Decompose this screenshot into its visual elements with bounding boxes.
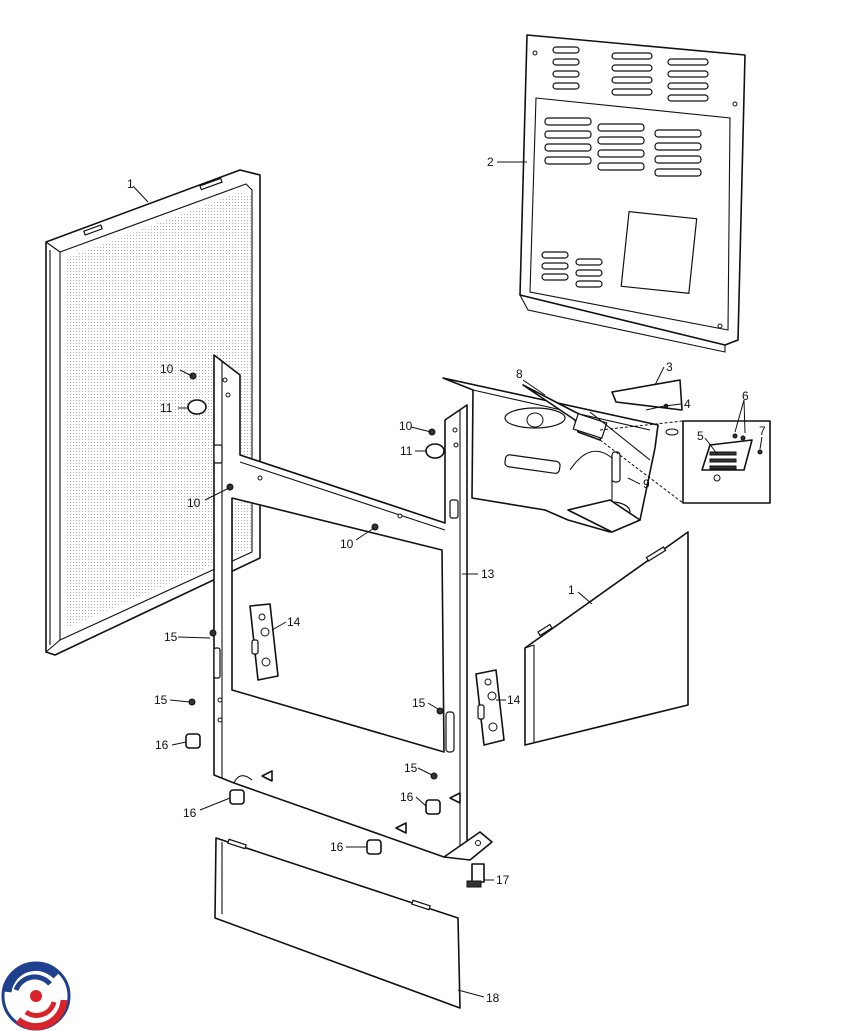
callout-14-a: 14 bbox=[287, 615, 301, 629]
callout-17: 17 bbox=[496, 873, 510, 887]
callout-15-d: 15 bbox=[404, 761, 418, 775]
left-side-panel bbox=[45, 169, 261, 656]
foot-clips bbox=[185, 733, 441, 855]
callout-16-c: 16 bbox=[400, 790, 414, 804]
callout-6: 6 bbox=[742, 389, 749, 403]
callout-14-b: 14 bbox=[507, 693, 521, 707]
kick-plate bbox=[214, 837, 461, 1009]
callout-16-b: 16 bbox=[183, 806, 197, 820]
callout-10-c: 10 bbox=[187, 496, 201, 510]
callout-16-d: 16 bbox=[330, 840, 344, 854]
callout-10-d: 10 bbox=[340, 537, 354, 551]
callout-10-b: 10 bbox=[399, 419, 413, 433]
callout-1-left: 1 bbox=[127, 177, 134, 191]
base-bracket bbox=[442, 377, 659, 533]
screws bbox=[188, 372, 444, 780]
front-frame bbox=[213, 354, 493, 861]
rear-panel-vents bbox=[541, 46, 709, 288]
callout-15-a: 15 bbox=[164, 630, 178, 644]
terminal-inset bbox=[599, 420, 771, 504]
plugs bbox=[187, 399, 445, 459]
callout-7: 7 bbox=[759, 424, 766, 438]
callout-18: 18 bbox=[486, 991, 500, 1005]
hinge-bracket-left bbox=[249, 603, 279, 681]
arrow-markers bbox=[261, 770, 461, 834]
callout-10-a: 10 bbox=[160, 362, 174, 376]
callout-2: 2 bbox=[487, 155, 494, 169]
small-screw-4 bbox=[645, 403, 679, 436]
hinge-bracket-right bbox=[475, 669, 505, 746]
callout-9: 9 bbox=[643, 477, 650, 491]
callout-11-a: 11 bbox=[160, 401, 173, 415]
callout-15-c: 15 bbox=[412, 696, 426, 710]
callout-11-b: 11 bbox=[400, 444, 413, 458]
callout-labels: 1 2 3 4 5 6 7 8 9 10 10 10 10 11 11 13 1… bbox=[127, 155, 766, 1005]
adjustable-foot bbox=[466, 863, 485, 888]
callout-3: 3 bbox=[666, 360, 673, 374]
callout-8: 8 bbox=[516, 367, 523, 381]
callout-4: 4 bbox=[684, 397, 691, 411]
callout-16-a: 16 bbox=[155, 738, 169, 752]
right-side-panel bbox=[524, 531, 689, 746]
callout-5: 5 bbox=[697, 429, 704, 443]
callout-13: 13 bbox=[481, 567, 495, 581]
leader-lines bbox=[132, 161, 763, 998]
callout-1-right: 1 bbox=[568, 583, 575, 597]
callout-15-b: 15 bbox=[154, 693, 168, 707]
cover-plate bbox=[611, 379, 683, 411]
rear-panel bbox=[518, 34, 746, 353]
brand-swirl-logo bbox=[1, 961, 71, 1031]
